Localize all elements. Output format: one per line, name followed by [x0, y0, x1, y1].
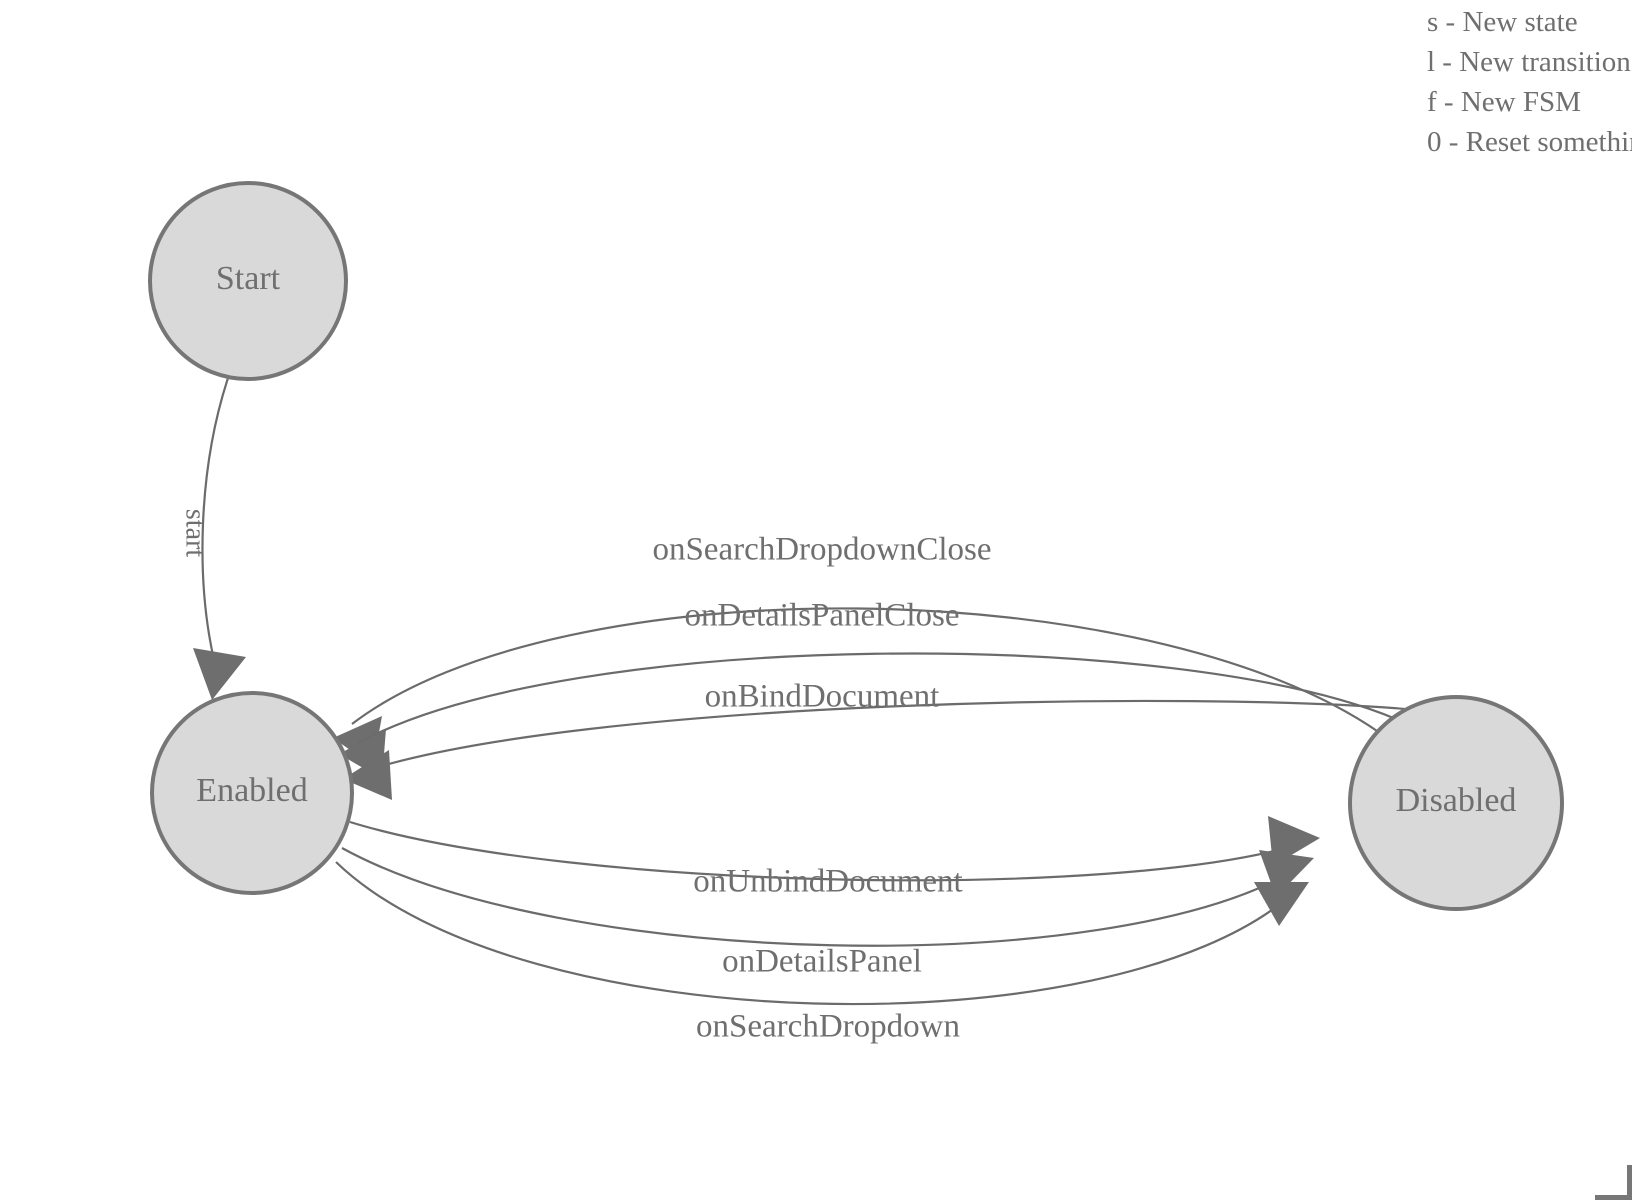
state-circle-enabled[interactable]	[150, 691, 354, 895]
transition-start[interactable]	[193, 377, 246, 700]
help-line-new-fsm: f - New FSM	[1427, 86, 1581, 118]
transition-onSearchDropdownClose-path[interactable]	[351, 607, 1381, 734]
help-line-new-state: s - New state	[1427, 6, 1578, 38]
resize-corner-handle[interactable]	[1595, 1165, 1632, 1200]
transition-label-onUnbindDocument: onUnbindDocument	[693, 864, 962, 900]
state-label-start: Start	[216, 260, 281, 297]
transition-onDetailsPanelClose[interactable]	[339, 652, 1397, 779]
state-label-enabled: Enabled	[196, 772, 307, 809]
transition-label-onSearchDropdown: onSearchDropdown	[696, 1009, 960, 1045]
state-node-start[interactable]: Start	[148, 181, 348, 381]
transition-start-path[interactable]	[201, 377, 230, 661]
transition-label-onDetailsPanel: onDetailsPanel	[722, 944, 922, 980]
transition-label-onDetailsPanelClose: onDetailsPanelClose	[685, 598, 960, 634]
transition-onDetailsPanelClose-path[interactable]	[357, 652, 1397, 744]
transition-onBindDocument-arrowhead	[343, 750, 392, 800]
help-line-reset: 0 - Reset something	[1427, 126, 1632, 158]
transition-onSearchDropdown-arrowhead	[1254, 882, 1309, 926]
state-label-disabled: Disabled	[1396, 782, 1517, 819]
state-node-disabled[interactable]: Disabled	[1348, 695, 1564, 911]
help-line-new-transition: l - New transition	[1427, 46, 1631, 78]
transition-onSearchDropdown[interactable]	[335, 861, 1309, 1006]
transition-onBindDocument[interactable]	[343, 699, 1418, 800]
state-circle-start[interactable]	[148, 181, 348, 381]
transition-onBindDocument-path[interactable]	[361, 699, 1418, 774]
transition-label-onSearchDropdownClose: onSearchDropdownClose	[652, 532, 991, 568]
transition-onDetailsPanel-path[interactable]	[341, 847, 1296, 947]
keyboard-shortcuts-help: s - New state l - New transition f - New…	[1427, 0, 1632, 162]
transition-label-start: start	[180, 509, 211, 557]
transition-onSearchDropdown-path[interactable]	[335, 861, 1291, 1006]
transition-label-onBindDocument: onBindDocument	[705, 679, 940, 715]
transition-onUnbindDocument-path[interactable]	[349, 820, 1301, 882]
state-node-enabled[interactable]: Enabled	[150, 691, 354, 895]
transition-start-arrowhead	[193, 648, 246, 700]
state-circle-disabled[interactable]	[1348, 695, 1564, 911]
